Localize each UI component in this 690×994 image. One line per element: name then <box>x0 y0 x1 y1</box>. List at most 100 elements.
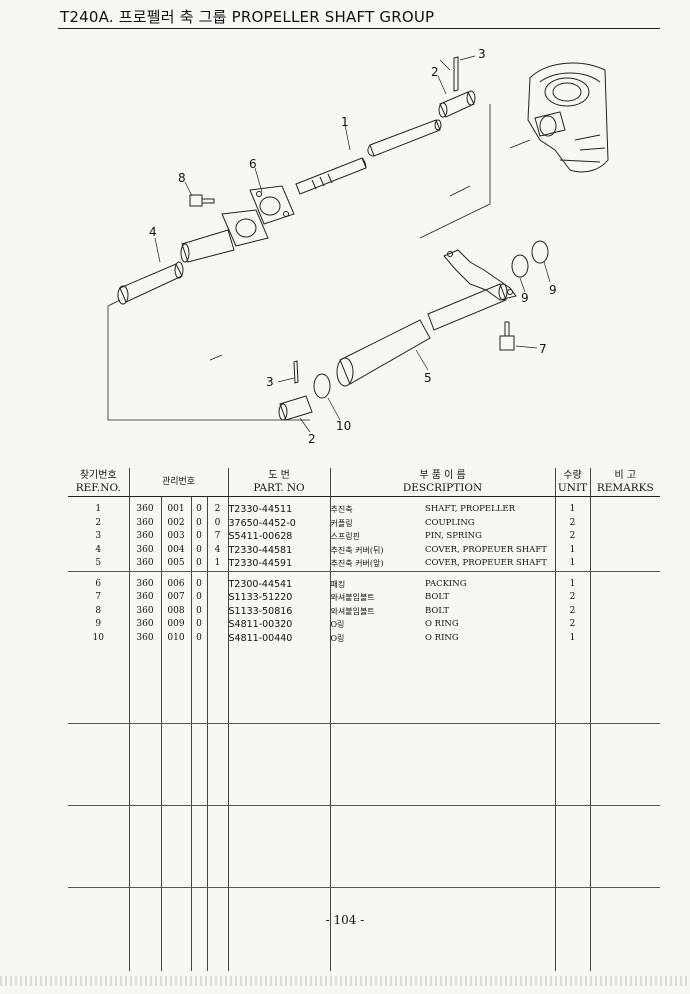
callout-3-top: 3 <box>478 47 486 61</box>
callout-9b: 9 <box>549 283 557 297</box>
cell-rem <box>590 645 661 724</box>
title-rule <box>58 28 660 29</box>
cell-unit: 2 <box>555 591 591 605</box>
cell-ref <box>68 645 130 724</box>
cell-m3 <box>191 496 208 503</box>
cell-m3: 0 <box>191 557 208 572</box>
cell-unit: 1 <box>555 543 591 557</box>
cell-m1: 360 <box>129 577 162 591</box>
cell-kr: 추진축 커버(앞) <box>330 557 425 572</box>
cell-m1 <box>129 571 162 578</box>
o-ring-9a <box>511 254 529 278</box>
cell-rem <box>590 805 661 888</box>
header-ref: 찾기번호 REF.NO. <box>68 468 130 497</box>
cell-m1 <box>129 723 162 806</box>
cell-m2: 003 <box>161 530 192 544</box>
cell-m1: 360 <box>129 631 162 645</box>
cell-m3 <box>191 571 208 578</box>
table-header-row: 찾기번호 REF.NO. 관리번호 도 번 PART. NO 부 품 이 름 D… <box>68 468 661 497</box>
transmission-housing <box>527 62 609 173</box>
cell-part: T2330-44511 <box>228 503 331 517</box>
cell-m4: 0 <box>207 516 229 530</box>
parts-table: 찾기번호 REF.NO. 관리번호 도 번 PART. NO 부 품 이 름 D… <box>68 468 661 971</box>
cell-m1: 360 <box>129 604 162 618</box>
cell-kr: O링 <box>330 633 345 643</box>
cell-m1 <box>129 496 162 503</box>
cell-part: T2330-44591 <box>228 557 331 572</box>
header-unit: 수량 UNIT <box>555 468 591 497</box>
cell-en: COVER, PROPEUER SHAFT <box>425 557 556 572</box>
cell-en: COVER, PROPEUER SHAFT <box>425 543 556 557</box>
cell-m4 <box>207 631 229 645</box>
table-row <box>68 571 660 578</box>
cell-kr: 커플링 <box>330 518 353 528</box>
cell-m3: 0 <box>191 618 208 632</box>
cell-ref: 8 <box>68 604 130 618</box>
page-number: - 104 - <box>325 913 365 927</box>
cell-rem <box>590 503 660 517</box>
cell-rem <box>590 557 661 572</box>
cell-en: BOLT <box>425 591 556 605</box>
cell-part: T2330-44581 <box>228 543 331 557</box>
cell-ref: 4 <box>68 543 130 557</box>
cell-en: O RING <box>425 618 556 632</box>
cell-m2: 007 <box>161 591 192 605</box>
cell-m2 <box>161 571 192 578</box>
cell-rem <box>590 723 661 806</box>
cell-m1 <box>129 645 162 724</box>
cell-ref <box>68 805 130 888</box>
o-ring-10 <box>313 373 331 399</box>
cell-en: PIN, SPRING <box>425 530 556 544</box>
callout-4: 4 <box>149 225 157 239</box>
cell-ref <box>68 887 130 971</box>
cell-part <box>228 571 331 578</box>
cell-m4 <box>207 645 229 724</box>
cell-m3: 0 <box>191 503 208 517</box>
cell-kr: 와셔붙임볼트 <box>330 606 375 616</box>
cell-m4 <box>207 571 229 578</box>
cell-part <box>228 645 331 724</box>
table-row <box>68 887 660 971</box>
exploded-diagram: 1 2 3 6 8 4 9 9 7 5 3 10 2 <box>107 47 609 446</box>
o-ring-9b <box>531 240 549 264</box>
cell-rem <box>590 578 660 592</box>
cell-en <box>425 723 556 806</box>
cell-en <box>425 887 556 971</box>
cell-m4: 7 <box>207 530 229 544</box>
cell-m3 <box>191 723 208 806</box>
cell-en <box>425 496 556 503</box>
callout-3-bottom: 3 <box>266 375 274 389</box>
cell-m3: 0 <box>191 530 208 544</box>
cell-rem <box>590 544 660 558</box>
cell-unit: 2 <box>555 604 591 618</box>
cell-unit: 2 <box>555 618 591 632</box>
cell-unit <box>555 496 591 503</box>
cell-m1: 360 <box>129 557 162 572</box>
cell-unit <box>555 645 591 724</box>
cell-m4 <box>207 496 229 503</box>
cell-ref: 3 <box>68 530 130 544</box>
cell-m2: 005 <box>161 557 192 572</box>
cell-unit: 1 <box>555 503 591 517</box>
cell-ref: 7 <box>68 591 130 605</box>
propeller-shaft <box>295 119 442 195</box>
cell-m3: 0 <box>191 591 208 605</box>
callout-2-top: 2 <box>431 65 439 79</box>
cell-m4 <box>207 618 229 632</box>
cell-m4 <box>207 591 229 605</box>
cell-rem <box>590 517 660 531</box>
cell-unit <box>555 571 591 578</box>
cell-m1 <box>129 887 162 971</box>
cell-rem <box>590 618 660 632</box>
cell-unit: 1 <box>555 631 591 645</box>
cell-kr <box>330 723 425 806</box>
cell-kr: 패킹 <box>330 579 346 589</box>
cell-kr: O링 <box>330 620 345 629</box>
cell-rem <box>590 530 660 544</box>
